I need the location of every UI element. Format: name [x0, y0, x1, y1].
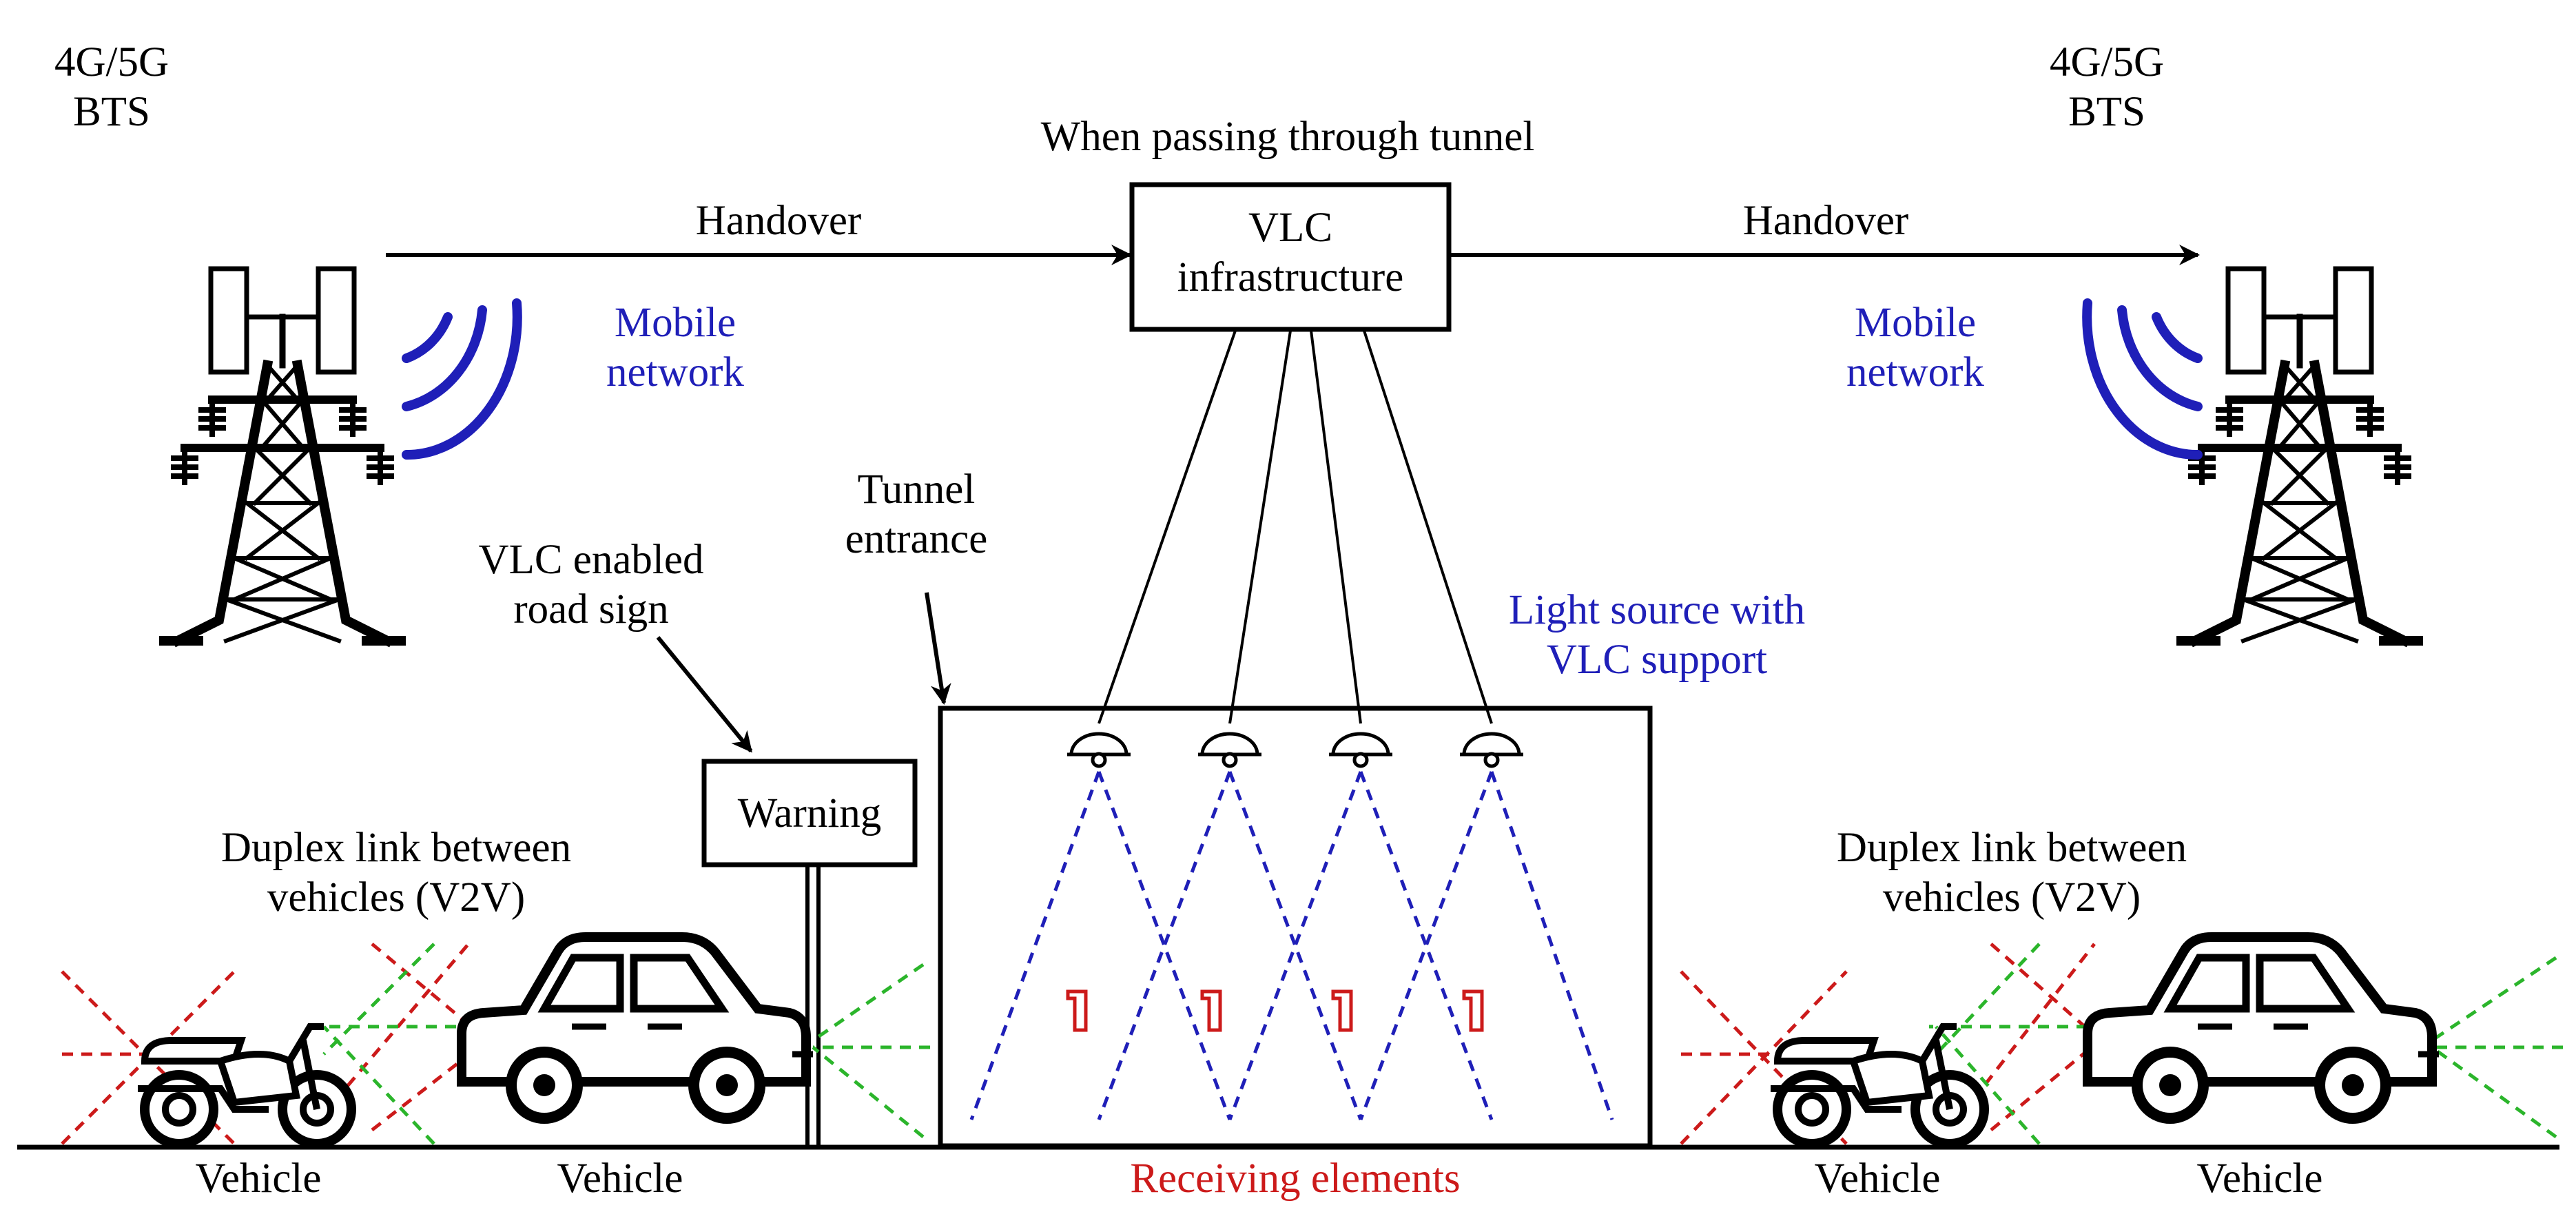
handover-label-left: Handover — [696, 198, 862, 244]
tunnel-entrance-arrow — [925, 592, 951, 705]
light-beams — [969, 771, 1614, 1120]
signal-waves-icon-left — [402, 298, 522, 460]
car-icon-right — [2088, 937, 2439, 1118]
signal-waves-icon-right — [2082, 298, 2203, 460]
v2v-links-right — [1680, 943, 2563, 1145]
lamp-icon-2 — [1198, 734, 1261, 766]
warning-sign-icon — [701, 759, 918, 867]
car-icon-left — [462, 937, 813, 1118]
handover-label-right: Handover — [1743, 198, 1909, 244]
receiver-icon-3 — [1333, 991, 1351, 1030]
tunnel-caption: When passing through tunnel — [1041, 114, 1535, 160]
sign-post — [805, 865, 821, 1146]
vlc-infrastructure-box — [1129, 182, 1452, 332]
vehicle-label-3: Vehicle — [1815, 1155, 1941, 1202]
road-sign-arrow — [656, 636, 753, 753]
warning-label: Warning — [738, 790, 882, 836]
vehicle-label-1: Vehicle — [196, 1155, 322, 1202]
receiver-icon-4 — [1464, 991, 1482, 1030]
vehicle-label-4: Vehicle — [2197, 1155, 2323, 1202]
motorcycle-icon-right — [1771, 1027, 1984, 1144]
tower-icon-right — [2181, 269, 2418, 641]
lamp-icon-1 — [1067, 734, 1131, 766]
receiver-icon-1 — [1068, 991, 1086, 1030]
tower-icon-left — [164, 269, 401, 641]
lamp-icon-3 — [1329, 734, 1392, 766]
motorcycle-icon-left — [138, 1027, 351, 1144]
vehicle-label-2: Vehicle — [557, 1155, 683, 1202]
lamp-icon-4 — [1460, 734, 1523, 766]
receiving-elements-label: Receiving elements — [1130, 1155, 1460, 1202]
vlc-feed-lines — [1098, 330, 1493, 724]
receiver-icon-2 — [1202, 991, 1220, 1030]
